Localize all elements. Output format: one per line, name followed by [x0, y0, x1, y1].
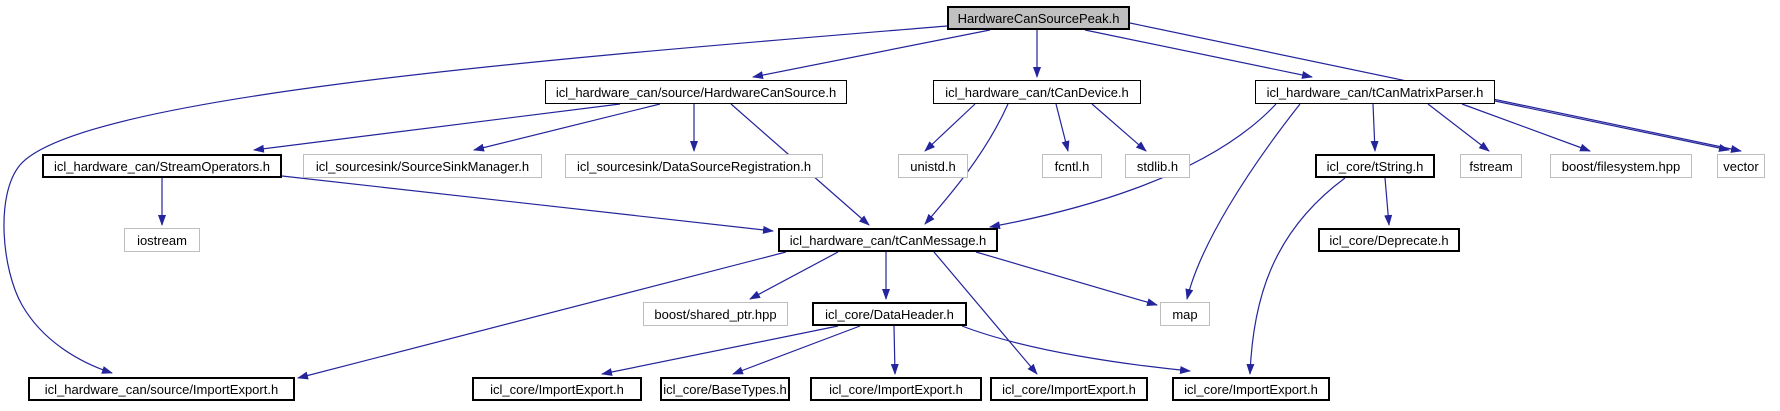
edge-dataheader-to-basetypes [732, 325, 861, 375]
graph-node-boostfs: boost/filesystem.hpp [1550, 154, 1692, 178]
edge-tcandevice-to-stdlib [1091, 103, 1147, 152]
graph-node-fcntl: fcntl.h [1042, 154, 1102, 178]
edge-tcanmsg-to-coreie3 [933, 251, 1038, 375]
edge-tstring-to-coreie4 [1246, 177, 1346, 375]
edge-tstring-to-deprecate [1384, 177, 1393, 226]
graph-node-tcanmsg[interactable]: icl_hardware_can/tCanMessage.h [778, 228, 998, 252]
graph-node-coreie2[interactable]: icl_core/ImportExport.h [810, 377, 982, 401]
graph-node-map: map [1160, 302, 1210, 326]
graph-node-tstring[interactable]: icl_core/tString.h [1315, 154, 1435, 178]
edge-dataheader-to-coreie2 [890, 325, 899, 375]
edge-hwcansource-to-ssmanager [473, 103, 661, 152]
graph-node-coreie3[interactable]: icl_core/ImportExport.h [990, 377, 1148, 401]
edge-streamops-to-tcanmsg [281, 175, 774, 234]
graph-node-vector: vector [1717, 154, 1765, 178]
graph-node-stdlib: stdlib.h [1125, 154, 1190, 178]
edge-parser-to-fstream [1427, 103, 1490, 152]
graph-node-sharedptr: boost/shared_ptr.hpp [643, 302, 788, 326]
graph-node-dataheader[interactable]: icl_core/DataHeader.h [812, 302, 967, 326]
edge-parser-to-boostfs [1461, 103, 1591, 152]
graph-node-hwcansource[interactable]: icl_hardware_can/source/HardwareCanSourc… [545, 80, 847, 104]
edge-dataheader-to-coreie4 [961, 325, 1191, 374]
edge-dataheader-to-coreie1 [601, 325, 839, 376]
graph-node-streamops[interactable]: icl_hardware_can/StreamOperators.h [42, 154, 282, 178]
graph-node-iostream: iostream [124, 228, 200, 252]
edge-tcanmsg-to-sharedptr [749, 251, 839, 300]
graph-node-deprecate[interactable]: icl_core/Deprecate.h [1318, 228, 1460, 252]
edge-parser-to-map [1185, 103, 1301, 300]
graph-node-basetypes[interactable]: icl_core/BaseTypes.h [660, 377, 790, 401]
graph-node-coreie4[interactable]: icl_core/ImportExport.h [1172, 377, 1330, 401]
graph-node-dsreg: icl_sourcesink/DataSourceRegistration.h [565, 154, 823, 178]
edge-tcanmsg-to-hwie [297, 251, 787, 380]
edge-hwcansource-to-streamops [253, 103, 621, 153]
edge-parser-to-vector [1494, 100, 1730, 152]
edge-tcandevice-to-fcntl [1055, 103, 1070, 152]
graph-node-ssmanager: icl_sourcesink/SourceSinkManager.h [303, 154, 542, 178]
graph-node-root: HardwareCanSourcePeak.h [947, 6, 1130, 30]
graph-node-coreie1[interactable]: icl_core/ImportExport.h [472, 377, 642, 401]
graph-node-tcandevice[interactable]: icl_hardware_can/tCanDevice.h [933, 80, 1141, 104]
graph-node-fstream: fstream [1460, 154, 1522, 178]
graph-node-hwie[interactable]: icl_hardware_can/source/ImportExport.h [28, 377, 295, 401]
edge-tcanmsg-to-map [975, 251, 1158, 307]
edge-parser-to-tcanmsg [989, 103, 1277, 230]
edge-tcandevice-to-unistd [924, 103, 976, 152]
edges [3, 22, 1742, 380]
edge-parser-to-tstring [1370, 103, 1379, 152]
edge-root-to-hwie [3, 25, 948, 374]
edge-root-to-hwcansource [752, 29, 991, 79]
edge-root-to-parser [1084, 29, 1313, 79]
graph-node-parser[interactable]: icl_hardware_can/tCanMatrixParser.h [1255, 80, 1495, 104]
graph-node-unistd: unistd.h [898, 154, 968, 178]
